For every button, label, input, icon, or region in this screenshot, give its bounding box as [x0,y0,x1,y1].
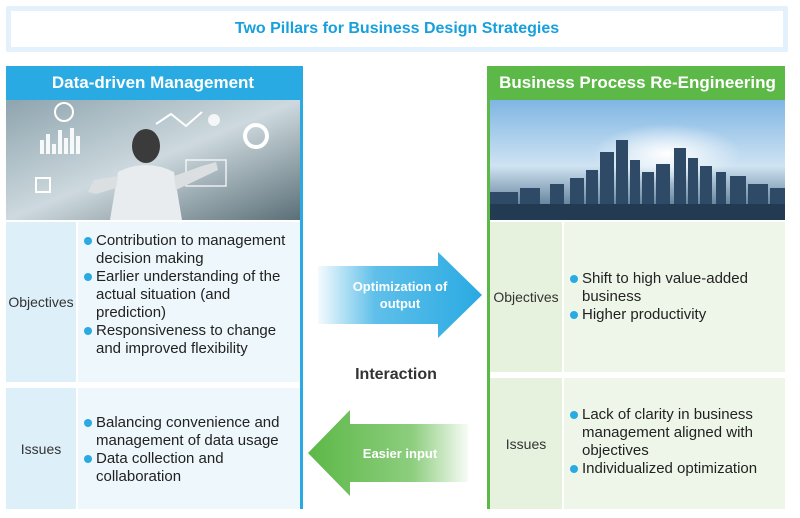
page-title: Two Pillars for Business Design Strategi… [11,11,783,47]
right-issues-label: Issues [490,378,562,509]
left-pillar: Data-driven Management [6,66,303,509]
right-issues: Lack of clarity in business management a… [564,378,785,509]
left-objectives: Contribution to management decision maki… [78,222,300,382]
interaction-label: Interaction [355,366,437,383]
right-header: Business Process Re-Engineering [490,66,785,100]
left-objectives-label: Objectives [6,222,76,382]
left-image [6,100,300,220]
list-item: Individualized optimization [570,460,781,478]
list-item: Shift to high value-added business [570,270,781,306]
optimization-label: Optimization of output [352,279,448,311]
list-item: Higher productivity [570,306,781,324]
list-item: Data collection and collaboration [84,450,296,486]
arrow-right-icon [318,252,482,338]
right-objectives-label: Objectives [490,222,562,372]
list-item: Balancing convenience and management of … [84,414,296,450]
right-pillar: Business Process Re-Engineering [487,66,785,509]
title-frame: Two Pillars for Business Design Strategi… [6,6,788,52]
right-image [490,100,785,220]
list-item: Earlier understanding of the actual situ… [84,268,296,322]
arrow-left-icon [308,410,468,496]
easier-input-label: Easier input [362,445,438,461]
left-issues: Balancing convenience and management of … [78,388,300,509]
list-item: Lack of clarity in business management a… [570,406,781,460]
left-header: Data-driven Management [6,66,300,100]
right-objectives: Shift to high value-added business Highe… [564,222,785,372]
list-item: Responsiveness to change and improved fl… [84,322,296,358]
left-issues-label: Issues [6,388,76,509]
list-item: Contribution to management decision maki… [84,232,296,268]
